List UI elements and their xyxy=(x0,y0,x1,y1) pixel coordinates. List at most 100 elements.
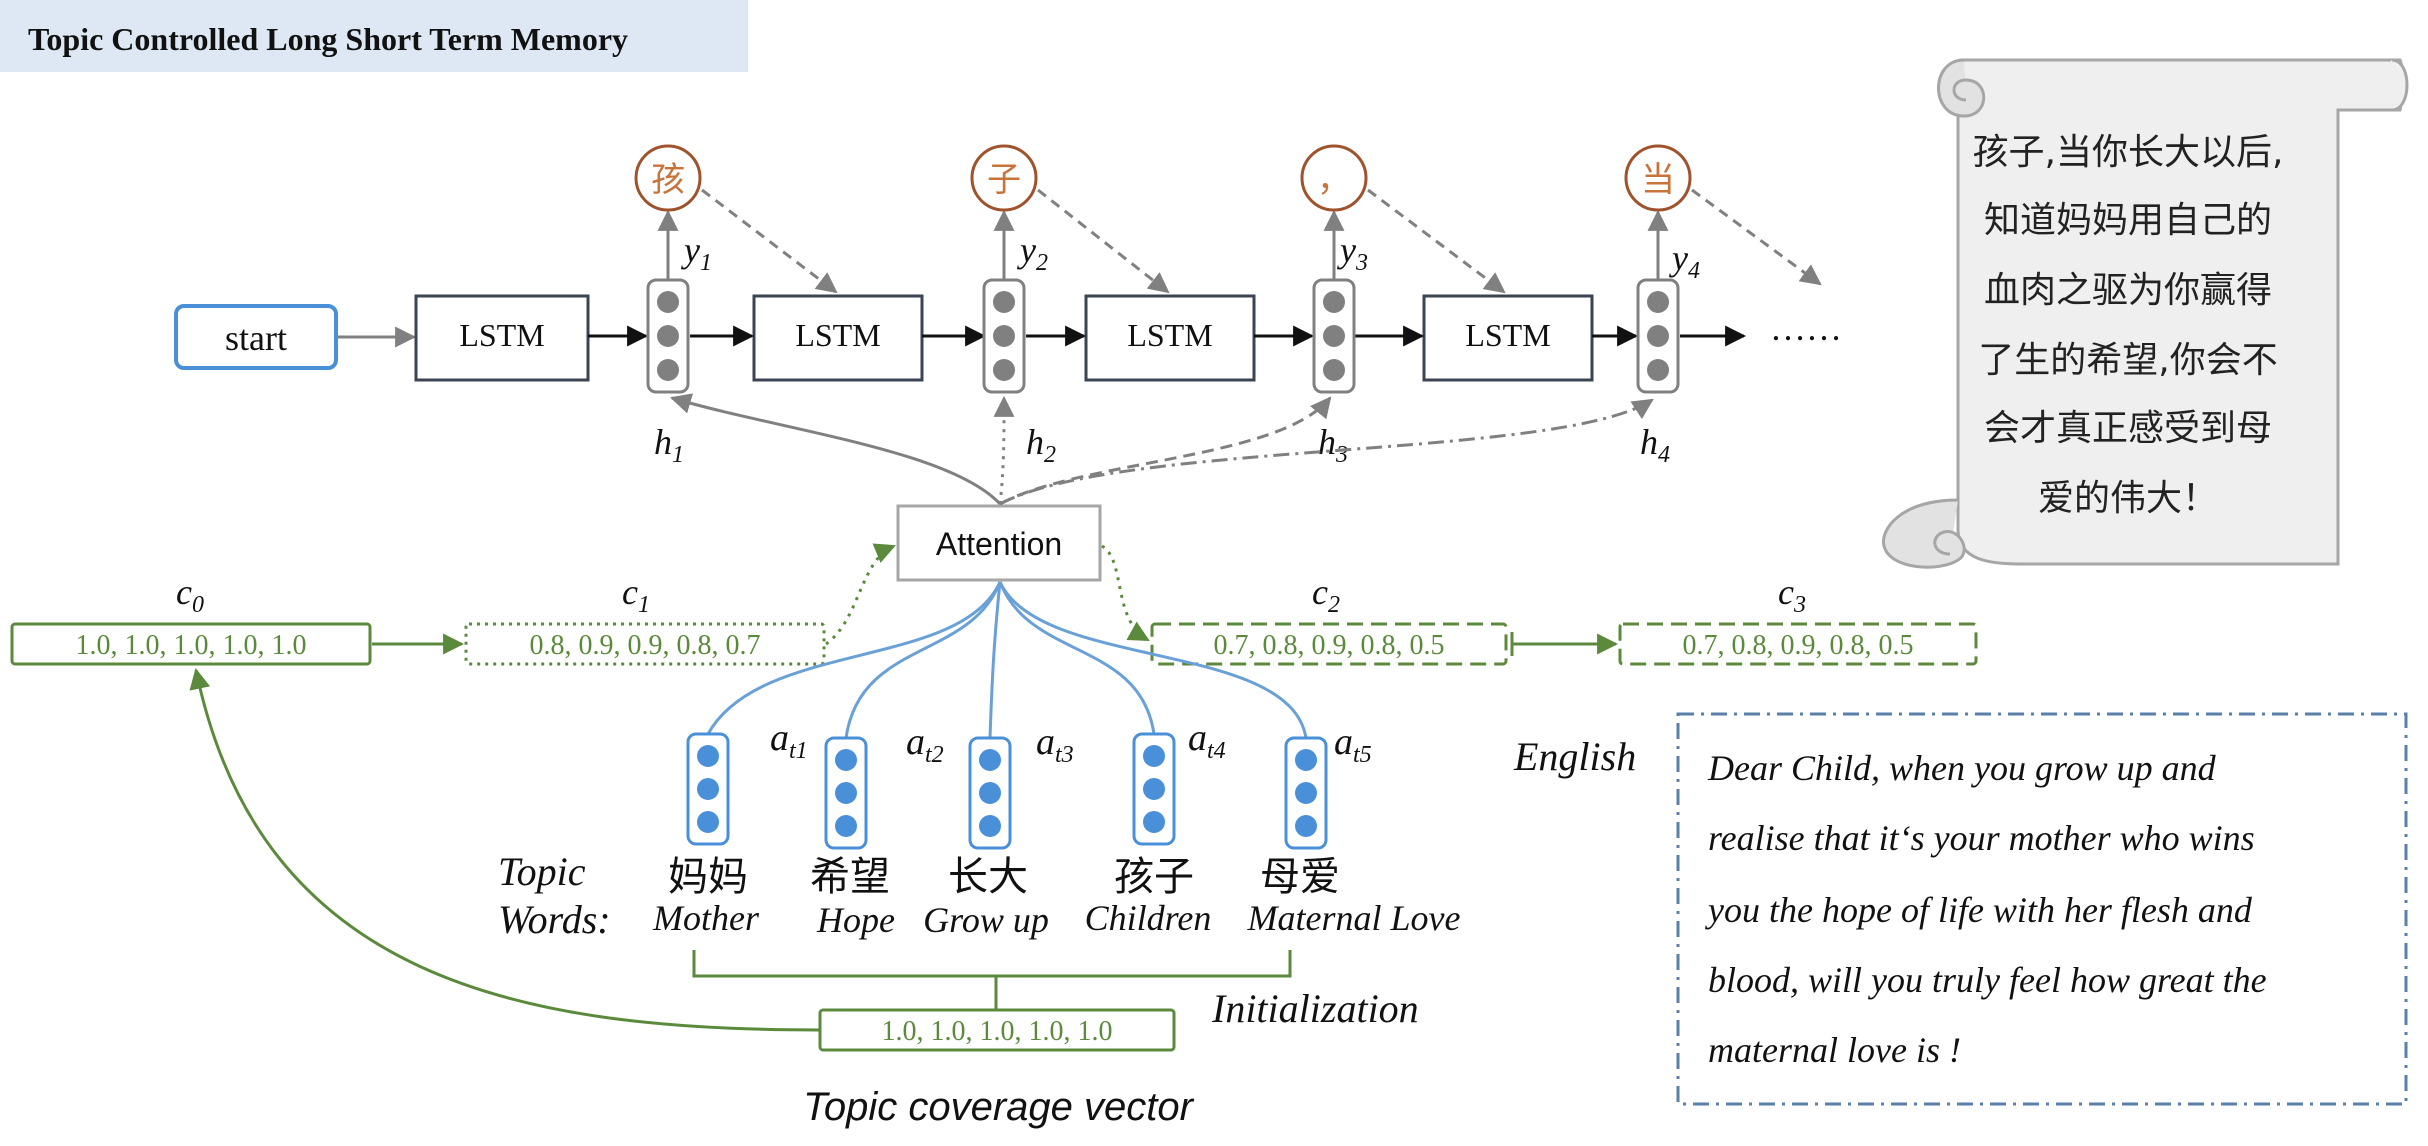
scroll-top-roll xyxy=(1937,58,1986,118)
hidden-state-2 xyxy=(982,278,1026,394)
topic-word-vectors: at1 at2 at3 at4 at5 xyxy=(686,581,1372,850)
lstm-cell-4: LSTM xyxy=(1422,294,1594,382)
english-line-3: you the hope of life with her flesh and xyxy=(1705,890,2253,930)
poem-line-1: 孩子,当你长大以后, xyxy=(1973,132,2284,173)
coverage-box-c3 xyxy=(1618,622,1978,666)
feedback-arrow xyxy=(1367,188,1506,294)
english-line-5: maternal love is ! xyxy=(1708,1030,1961,1070)
scroll-right-curl xyxy=(2338,58,2409,112)
output-token-1: 孩 xyxy=(634,144,702,212)
coverage-values-c0: 1.0, 1.0, 1.0, 1.0, 1.0 xyxy=(76,630,307,661)
output-token-2: 子 xyxy=(970,144,1038,212)
initial-to-c0-arrow xyxy=(189,667,821,1032)
topic-word-chinese-4: 孩子 xyxy=(1114,854,1194,900)
poem-line-6: 爱的伟大！ xyxy=(2038,478,2218,519)
topic-word-chinese-5: 母爱 xyxy=(1260,854,1340,900)
coverage-values-c1: 0.8, 0.9, 0.9, 0.8, 0.7 xyxy=(530,630,761,661)
title-bar: Topic Controlled Long Short Term Memory xyxy=(0,0,748,72)
output-char: 孩 xyxy=(651,160,685,200)
hidden-state-3 xyxy=(1312,278,1356,394)
coverage-label-c0: c0 xyxy=(176,572,204,618)
initialization-label: Initialization xyxy=(1211,986,1419,1031)
lstm-label: LSTM xyxy=(1127,317,1212,353)
poem-scroll: 孩子,当你长大以后, 知道妈妈用自己的 血肉之驱为你赢得 了生的希望,你会不 会… xyxy=(1882,58,2409,569)
attention-link-5 xyxy=(998,581,1308,739)
topic-word-chinese-3: 长大 xyxy=(948,854,1028,900)
lstm-label: LSTM xyxy=(1465,317,1550,353)
h-label-1: h1 xyxy=(654,422,684,468)
feedback-arrow xyxy=(701,188,838,294)
attention-link-1 xyxy=(706,581,1002,735)
attention-link-2 xyxy=(844,581,1002,739)
english-label: English xyxy=(1513,734,1636,779)
output-token-4: 当 xyxy=(1624,144,1692,212)
poem-line-5: 会才真正感受到母 xyxy=(1984,408,2272,449)
feedback-arrow xyxy=(1691,188,1822,286)
coverage-values-c3: 0.7, 0.8, 0.9, 0.8, 0.5 xyxy=(1683,630,1914,661)
output-char: ， xyxy=(1317,160,1351,200)
attention-to-h4 xyxy=(999,398,1654,506)
topic-word-english-4: Children xyxy=(1085,898,1212,938)
english-line-2: realise that it‘s your mother who wins xyxy=(1708,818,2255,858)
weight-label-5: at5 xyxy=(1334,721,1372,768)
topic-word-english-1: Mother xyxy=(652,898,760,938)
initial-coverage-values: 1.0, 1.0, 1.0, 1.0, 1.0 xyxy=(882,1016,1113,1047)
feedback-arrow xyxy=(1037,188,1170,294)
h-label-4: h4 xyxy=(1640,422,1670,468)
output-token-3: ， xyxy=(1300,144,1368,212)
topic-word-english-3: Grow up xyxy=(923,900,1049,940)
weight-label-4: at4 xyxy=(1188,717,1226,764)
coverage-label-c2: c2 xyxy=(1312,572,1340,618)
start-label: start xyxy=(225,318,287,358)
coverage-label-c3: c3 xyxy=(1778,572,1806,618)
topic-words: Topic Words: 妈妈 希望 长大 孩子 母爱 Mother Hope … xyxy=(498,849,1460,942)
coverage-vectors: c0 1.0, 1.0, 1.0, 1.0, 1.0 c1 0.8, 0.9, … xyxy=(10,543,1978,666)
y-label-3: y3 xyxy=(1337,230,1368,276)
coverage-box-c1 xyxy=(464,622,826,666)
initialization-bracket xyxy=(692,950,1292,1010)
attention-to-c2-arrow xyxy=(1101,544,1150,642)
english-line-1: Dear Child, when you grow up and xyxy=(1707,748,2217,788)
topic-word-english-2: Hope xyxy=(816,900,895,940)
topic-words-label-line1: Topic xyxy=(498,849,586,894)
topic-vector-1 xyxy=(686,732,730,846)
h-label-3: h3 xyxy=(1318,422,1348,468)
attention-link-3 xyxy=(988,581,1002,739)
initialization-group: 1.0, 1.0, 1.0, 1.0, 1.0 Initialization T… xyxy=(189,667,1419,1129)
y-label-1: y1 xyxy=(681,230,712,276)
topic-word-english-5: Maternal Love xyxy=(1247,898,1461,938)
output-char: 子 xyxy=(987,160,1021,200)
topic-word-chinese-2: 希望 xyxy=(810,854,890,900)
continuation-ellipsis: …… xyxy=(1770,308,1842,348)
h-label-2: h2 xyxy=(1026,422,1056,468)
poem-line-2: 知道妈妈用自己的 xyxy=(1984,200,2272,241)
topic-vector-4 xyxy=(1132,732,1176,846)
topic-coverage-caption: Topic coverage vector xyxy=(803,1085,1195,1129)
coverage-label-c1: c1 xyxy=(622,572,650,618)
coverage-values-c2: 0.7, 0.8, 0.9, 0.8, 0.5 xyxy=(1214,630,1445,661)
poem-line-3: 血肉之驱为你赢得 xyxy=(1984,270,2272,311)
y-label-4: y4 xyxy=(1669,238,1700,284)
topic-words-label-line2: Words: xyxy=(498,897,611,942)
hidden-state-4 xyxy=(1636,278,1680,394)
lstm-cell-3: LSTM xyxy=(1084,294,1256,382)
y-label-2: y2 xyxy=(1017,230,1048,276)
lstm-label: LSTM xyxy=(459,317,544,353)
diagram-title: Topic Controlled Long Short Term Memory xyxy=(28,21,628,57)
poem-line-4: 了生的希望,你会不 xyxy=(1978,340,2277,381)
hidden-state-1 xyxy=(646,278,690,394)
english-translation: English Dear Child, when you grow up and… xyxy=(1513,712,2408,1106)
output-char: 当 xyxy=(1641,160,1675,200)
weight-label-3: at3 xyxy=(1036,721,1074,768)
topic-vector-5 xyxy=(1284,736,1328,850)
lstm-cell-2: LSTM xyxy=(752,294,924,382)
attention-label: Attention xyxy=(936,526,1062,562)
topic-vector-3 xyxy=(968,736,1012,850)
lstm-cell-1: LSTM xyxy=(414,294,590,382)
start-node: start xyxy=(174,304,338,370)
attention-to-h1 xyxy=(669,393,1002,506)
weight-label-2: at2 xyxy=(906,721,944,768)
english-box xyxy=(1676,712,2408,1106)
topic-word-chinese-1: 妈妈 xyxy=(668,854,748,900)
attention-to-h2 xyxy=(993,395,1015,505)
